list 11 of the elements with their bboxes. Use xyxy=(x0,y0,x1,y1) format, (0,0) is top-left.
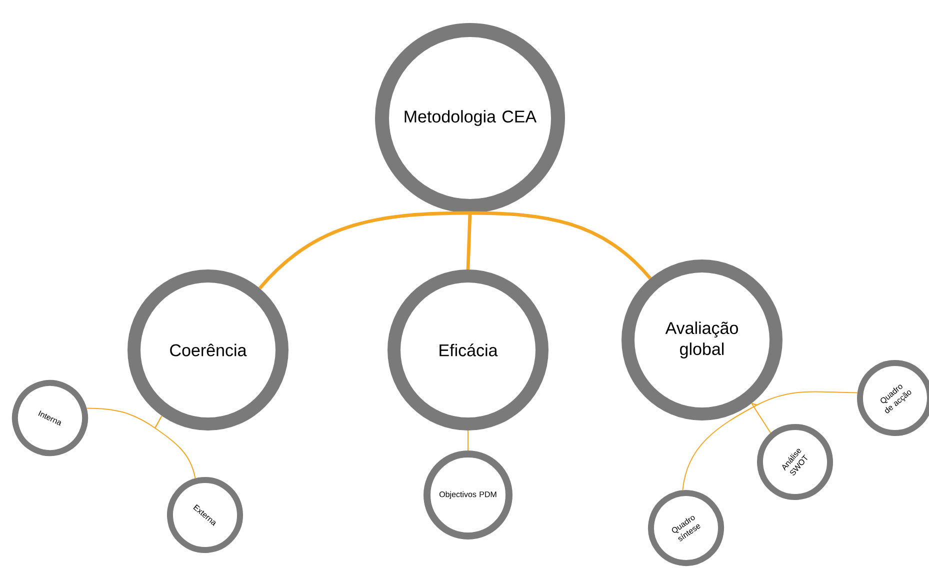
connector-line xyxy=(154,415,196,479)
circle-node: Coerência xyxy=(128,270,288,430)
circle-node: Eficácia xyxy=(388,270,548,430)
connector-line xyxy=(682,402,758,491)
connector-line xyxy=(466,212,472,270)
connector-line xyxy=(470,211,652,280)
circle-node: Metodologia CEA xyxy=(375,23,565,213)
connector-line xyxy=(258,211,470,290)
circle-node: Objectivos PDM xyxy=(424,450,512,540)
circle-node: Avaliação global xyxy=(622,260,782,420)
connector-line xyxy=(751,402,772,434)
